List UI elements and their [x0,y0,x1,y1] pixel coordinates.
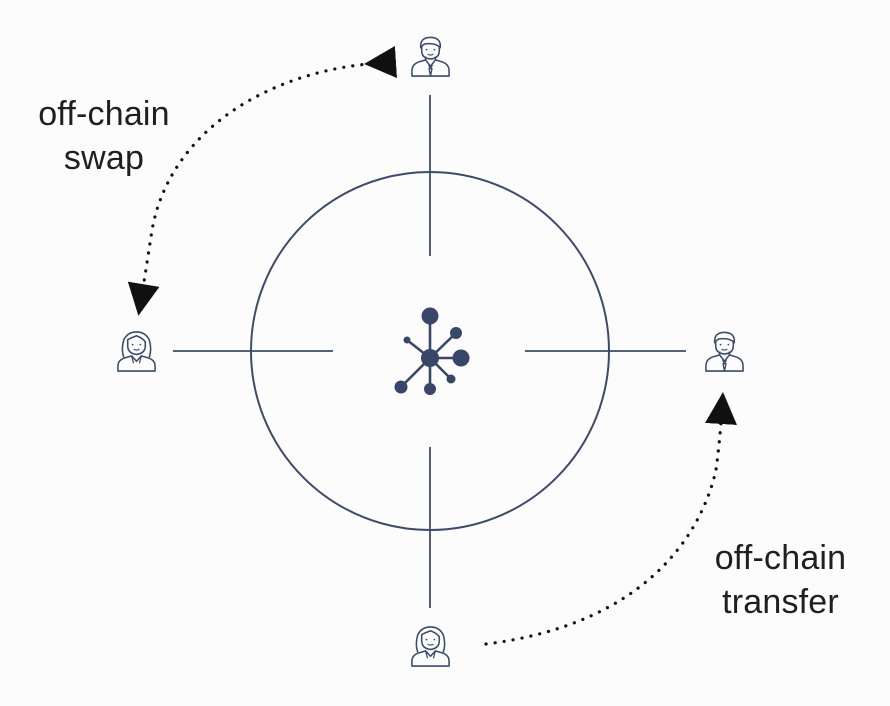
network-hub-icon [394,307,470,395]
participant-left-woman-user-icon [117,331,156,372]
transfer-label-line1: off-chain [714,539,847,577]
participant-right-man-user-icon [705,331,744,372]
transfer-label: off-chain transfer [688,536,873,624]
swap-label-line1: off-chain [38,95,170,133]
swap-label-line2: swap [63,139,145,177]
transfer-label-line2: transfer [722,583,839,621]
swap-arrow [127,46,397,316]
swap-label: off-chain swap [14,92,194,180]
transfer-arrow [484,392,737,646]
participant-bottom-woman-user-icon [411,626,450,667]
participant-top-man-user-icon [411,36,450,77]
